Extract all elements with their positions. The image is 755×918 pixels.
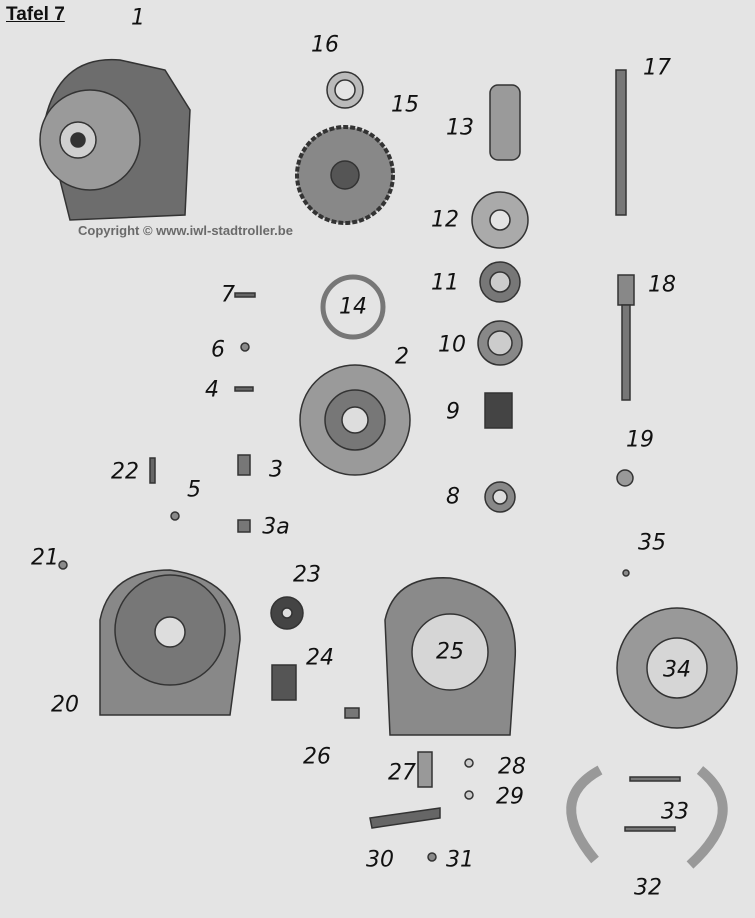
part-label-15: 15 (391, 92, 419, 118)
part-5-nut (170, 511, 180, 521)
part-12-washer (471, 191, 529, 249)
part-label-31: 31 (446, 847, 474, 873)
part-label-28: 28 (498, 754, 526, 780)
part-28-washer (464, 758, 474, 768)
part-label-11: 11 (431, 270, 459, 296)
part-label-7: 7 (221, 282, 235, 308)
part-13-sleeve (489, 84, 521, 161)
part-22-screw (149, 457, 156, 484)
part-34-brake-drum (616, 607, 738, 729)
part-label-8: 8 (446, 484, 460, 510)
part-label-19: 19 (626, 427, 654, 453)
part-8-bearing (484, 481, 516, 513)
part-label-16: 16 (311, 32, 339, 58)
part-19-nut (616, 469, 634, 487)
part-label-26: 26 (303, 744, 331, 770)
part-label-33: 33 (661, 799, 689, 825)
part-label-3a: 3a (262, 514, 290, 540)
part-label-35: 35 (638, 530, 666, 556)
plate-title: Tafel 7 (6, 4, 65, 25)
part-17-bolt (615, 69, 627, 216)
part-31-nut (427, 852, 437, 862)
part-1-engine-housing (39, 58, 191, 221)
part-4-pin (234, 386, 254, 392)
part-label-5: 5 (187, 477, 201, 503)
part-3-screw (237, 454, 251, 476)
part-33-springs (624, 776, 681, 832)
part-3a-nut (237, 519, 251, 533)
part-11-seal (479, 261, 521, 303)
part-label-27: 27 (388, 760, 416, 786)
part-6-nut (240, 342, 250, 352)
part-label-29: 29 (496, 784, 524, 810)
part-23-washer (270, 596, 304, 630)
part-15-sprocket (295, 125, 395, 225)
part-label-3: 3 (269, 457, 283, 483)
part-label-17: 17 (643, 55, 671, 81)
part-label-30: 30 (366, 847, 394, 873)
part-25-cover (384, 577, 517, 736)
part-20-cover (99, 569, 241, 716)
part-label-18: 18 (648, 272, 676, 298)
part-label-32: 32 (634, 875, 662, 901)
part-35-screw (622, 569, 630, 577)
part-10-bearing (477, 320, 523, 366)
copyright-watermark: Copyright © www.iwl-stadtroller.be (78, 223, 293, 238)
part-29-washer (464, 790, 474, 800)
part-14-ring (320, 274, 386, 340)
part-label-25: 25 (436, 639, 464, 665)
part-16-lock-washer (326, 71, 364, 109)
part-label-13: 13 (446, 115, 474, 141)
part-label-22: 22 (111, 459, 139, 485)
part-label-1: 1 (131, 5, 145, 31)
part-label-23: 23 (293, 562, 321, 588)
part-9-bushing (484, 392, 513, 429)
part-label-9: 9 (446, 399, 460, 425)
part-32-brake-shoes (566, 765, 728, 869)
part-26-nipple (344, 707, 360, 719)
part-label-4: 4 (205, 377, 219, 403)
part-27-bolt (417, 751, 433, 788)
part-18-bolt (617, 274, 635, 401)
part-24-spring (271, 664, 297, 701)
part-label-24: 24 (306, 645, 334, 671)
part-21-screw (58, 560, 68, 570)
part-label-2: 2 (395, 344, 409, 370)
part-label-21: 21 (31, 545, 59, 571)
part-label-34: 34 (663, 657, 691, 683)
part-label-14: 14 (339, 294, 367, 320)
part-7-pin (234, 292, 256, 298)
part-label-12: 12 (431, 207, 459, 233)
part-label-10: 10 (438, 332, 466, 358)
part-label-20: 20 (51, 692, 79, 718)
part-30-lever (369, 807, 441, 829)
part-label-6: 6 (211, 337, 225, 363)
part-2-hub (299, 364, 411, 476)
